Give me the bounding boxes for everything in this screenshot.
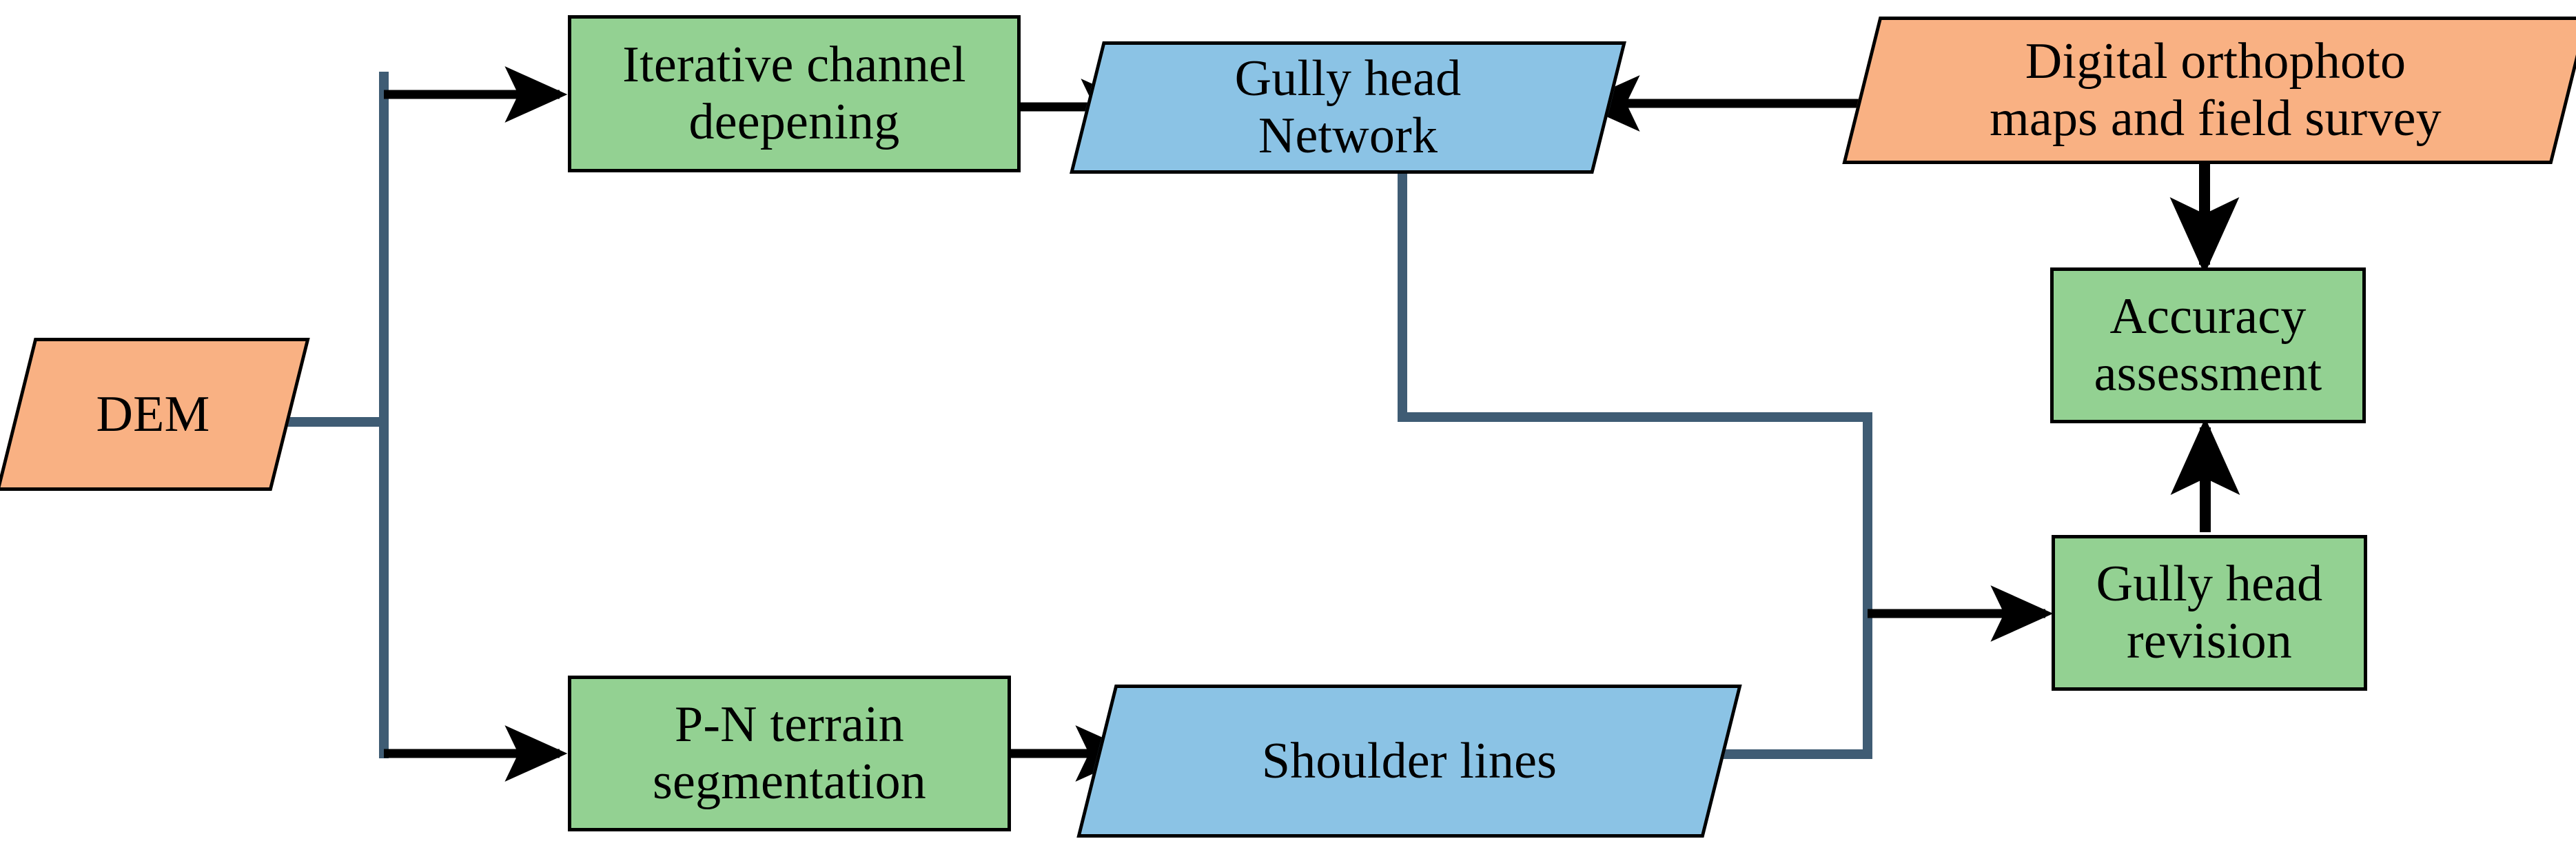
iterative-channel-deepening-line2: deepening — [688, 94, 900, 150]
digital-orthophoto-line2: maps and field survey — [1990, 90, 2442, 147]
node-digital-orthophoto-maps-and-field-survey[interactable]: Digital orthophoto maps and field survey — [1842, 17, 2576, 164]
p-n-terrain-segmentation-line2: segmentation — [653, 753, 926, 810]
accuracy-assessment-line2: assessment — [2094, 345, 2322, 402]
dem-label: DEM — [96, 385, 210, 443]
gully-head-network-line2: Network — [1258, 108, 1438, 164]
p-n-terrain-segmentation-line1: P-N terrain — [674, 696, 905, 753]
node-shoulder-lines[interactable]: Shoulder lines — [1076, 685, 1742, 838]
node-p-n-terrain-segmentation[interactable]: P-N terrain segmentation — [568, 676, 1011, 831]
node-gully-head-network[interactable]: Gully head Network — [1070, 41, 1626, 174]
node-dem[interactable]: DEM — [0, 338, 310, 491]
gully-head-revision-line2: revision — [2126, 613, 2292, 669]
accuracy-assessment-line1: Accuracy — [2109, 288, 2307, 345]
gully-head-revision-line1: Gully head — [2096, 556, 2323, 613]
gully-head-network-line1: Gully head — [1234, 50, 1462, 108]
node-accuracy-assessment[interactable]: Accuracy assessment — [2050, 267, 2366, 423]
digital-orthophoto-line1: Digital orthophoto — [2025, 33, 2406, 90]
iterative-channel-deepening-line1: Iterative channel — [622, 37, 966, 94]
shoulder-lines-label: Shoulder lines — [1261, 732, 1557, 789]
node-iterative-channel-deepening[interactable]: Iterative channel deepening — [568, 15, 1021, 172]
node-gully-head-revision[interactable]: Gully head revision — [2052, 535, 2367, 691]
